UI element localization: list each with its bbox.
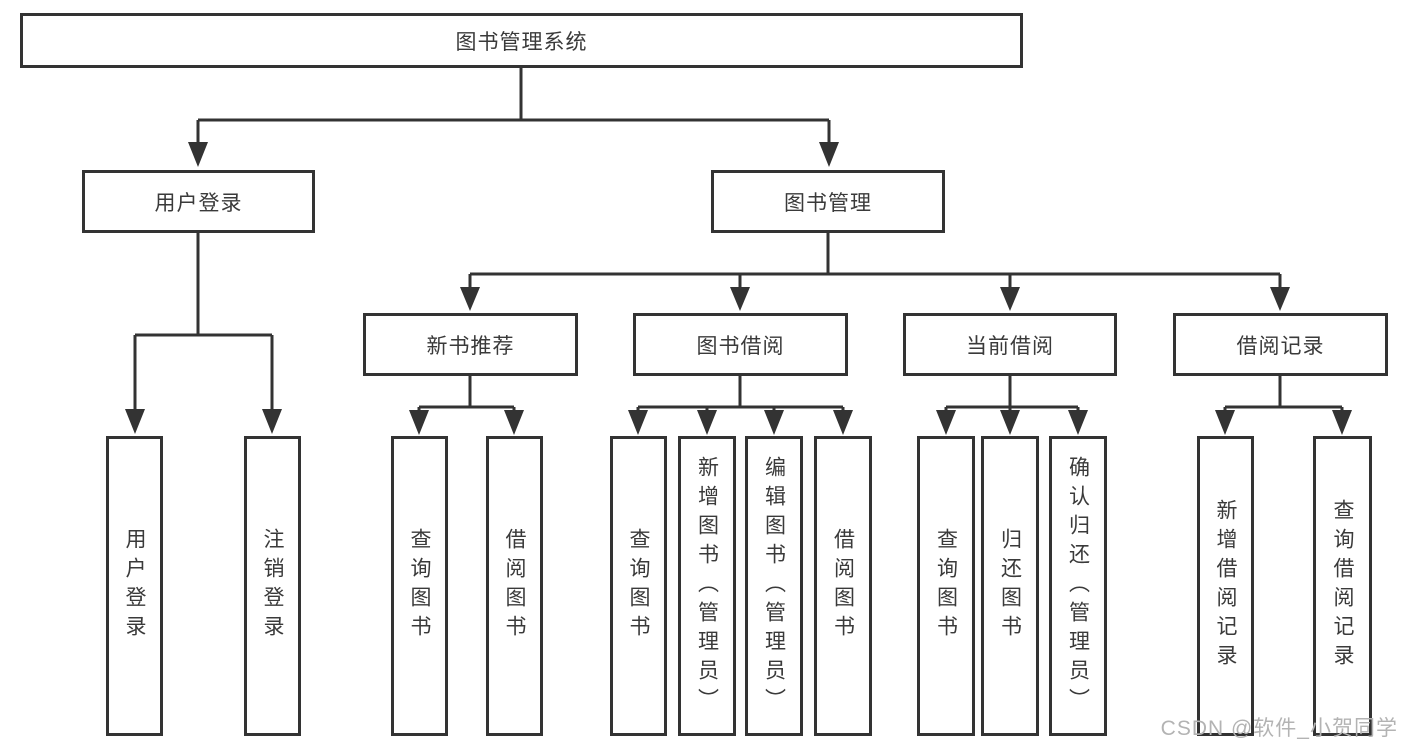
- node-edit-book-admin: 编辑图书（管理员）: [745, 436, 803, 736]
- node-query-books-3: 查询图书: [917, 436, 975, 736]
- node-add-book-admin: 新增图书（管理员）: [678, 436, 736, 736]
- node-add-borrow-record: 新增借阅记录: [1197, 436, 1254, 736]
- node-query-books-1-label: 查询图书: [408, 528, 431, 644]
- connector-user-login: [133, 233, 274, 412]
- node-borrow-books-1-label: 借阅图书: [503, 528, 526, 644]
- node-borrow-books-2: 借阅图书: [814, 436, 872, 736]
- node-user-login: 用户登录: [82, 170, 315, 233]
- node-query-books-2-label: 查询图书: [627, 528, 650, 644]
- node-user-login-action-label: 用户登录: [123, 528, 146, 644]
- node-query-books-1: 查询图书: [391, 436, 448, 736]
- node-library-system-label: 图书管理系统: [455, 30, 588, 54]
- node-new-book-recommend-label: 新书推荐: [426, 334, 515, 358]
- node-user-login-action: 用户登录: [106, 436, 163, 736]
- watermark: CSDN @软件_小贺同学: [1160, 717, 1398, 740]
- node-confirm-return-admin-label: 确认归还（管理员）: [1066, 455, 1090, 717]
- node-edit-book-admin-label: 编辑图书（管理员）: [762, 455, 786, 717]
- connector-new-book-recommend: [417, 376, 516, 414]
- node-user-login-label: 用户登录: [154, 191, 243, 215]
- node-borrow-records: 借阅记录: [1173, 313, 1388, 376]
- node-library-system: 图书管理系统: [20, 13, 1023, 68]
- node-query-borrow-record: 查询借阅记录: [1313, 436, 1372, 736]
- node-confirm-return-admin: 确认归还（管理员）: [1049, 436, 1107, 736]
- node-add-borrow-record-label: 新增借阅记录: [1214, 499, 1237, 673]
- connector-book-borrow: [636, 376, 845, 414]
- node-new-book-recommend: 新书推荐: [363, 313, 578, 376]
- node-return-books-label: 归还图书: [998, 528, 1022, 644]
- node-current-borrow-label: 当前借阅: [966, 334, 1054, 358]
- node-borrow-books-2-label: 借阅图书: [831, 528, 855, 644]
- node-query-books-3-label: 查询图书: [934, 528, 958, 644]
- node-logout-action-label: 注销登录: [261, 528, 284, 644]
- connector-borrow-records: [1223, 376, 1344, 414]
- node-query-books-2: 查询图书: [610, 436, 667, 736]
- connector-root-to-level2: [196, 68, 831, 145]
- node-book-borrow-label: 图书借阅: [696, 334, 785, 358]
- node-logout-action: 注销登录: [244, 436, 301, 736]
- node-return-books: 归还图书: [981, 436, 1039, 736]
- node-book-borrow: 图书借阅: [633, 313, 848, 376]
- node-book-management-label: 图书管理: [784, 191, 872, 215]
- node-current-borrow: 当前借阅: [903, 313, 1117, 376]
- connector-book-management: [468, 233, 1282, 290]
- node-book-management: 图书管理: [711, 170, 945, 233]
- node-add-book-admin-label: 新增图书（管理员）: [695, 455, 719, 717]
- node-borrow-records-label: 借阅记录: [1236, 334, 1325, 358]
- node-query-borrow-record-label: 查询借阅记录: [1331, 499, 1354, 673]
- connector-current-borrow: [944, 376, 1080, 414]
- node-borrow-books-1: 借阅图书: [486, 436, 543, 736]
